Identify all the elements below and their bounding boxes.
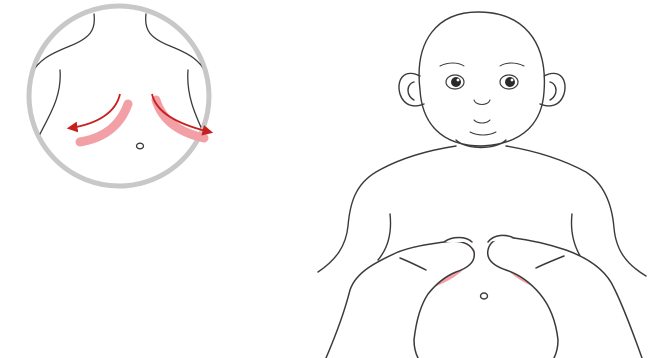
- baby-ear-right-inner: [550, 82, 556, 100]
- baby-glint-right: [511, 79, 514, 82]
- baby-head: [419, 12, 544, 146]
- left-thumb: [444, 238, 472, 243]
- baby-chin: [470, 132, 496, 135]
- baby-brow-left: [440, 63, 464, 66]
- adult-hands: [326, 235, 642, 358]
- baby-figure: [318, 12, 646, 299]
- baby-pupil-right: [505, 77, 515, 87]
- baby-mouth: [474, 120, 490, 123]
- right-hand: [488, 238, 642, 358]
- inset-detail: [19, 6, 216, 186]
- baby-nose: [474, 100, 490, 105]
- baby-brow-right: [500, 63, 524, 66]
- baby-inner-left: [378, 214, 391, 260]
- baby-glint-left: [457, 79, 460, 82]
- baby-navel: [481, 293, 488, 299]
- baby-ear-left-inner: [408, 82, 414, 100]
- baby-eyes: [446, 75, 518, 89]
- baby-pupil-left: [451, 77, 461, 87]
